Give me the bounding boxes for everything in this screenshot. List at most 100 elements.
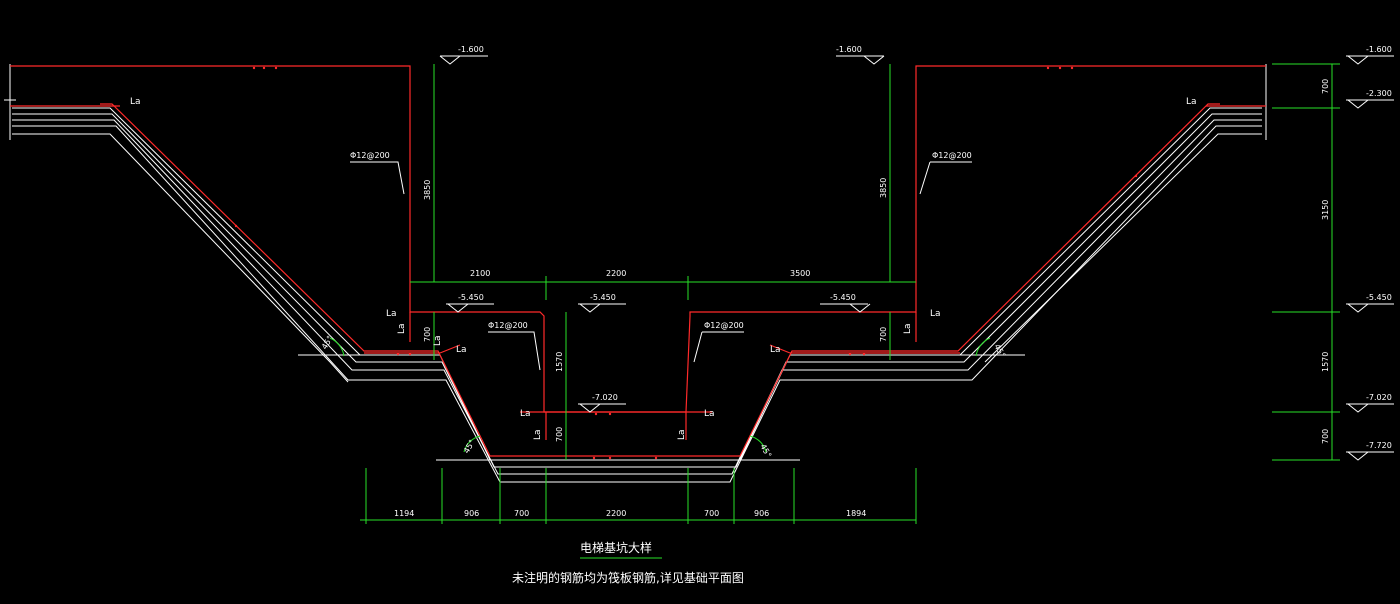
lap-label-v2: La bbox=[903, 323, 913, 334]
rebar-dot bbox=[608, 412, 612, 416]
elev-mark-side-3 bbox=[1346, 303, 1394, 313]
structure-outline bbox=[4, 64, 1267, 483]
excavation-line-1 bbox=[12, 107, 1262, 461]
dim-slab-thk-left: 700 bbox=[423, 327, 432, 342]
rebar-dot bbox=[396, 352, 400, 356]
rebar-dot bbox=[252, 66, 256, 70]
drawing-title: 电梯基坑大样 bbox=[580, 540, 652, 555]
elev-mid-left: -5.450 bbox=[458, 293, 484, 302]
elev-mark-side-1 bbox=[1346, 55, 1394, 65]
angle-left-lower: 45° bbox=[462, 438, 477, 455]
angle-arc-right-lower bbox=[749, 435, 767, 453]
lap-label-8: La bbox=[704, 409, 715, 419]
excavation-line-5-left bbox=[12, 133, 349, 383]
rebar-dot bbox=[1058, 66, 1062, 70]
elev-mark-mid-right bbox=[820, 303, 871, 313]
rebar-dot bbox=[848, 352, 852, 356]
dim-side-1: 700 bbox=[1321, 79, 1330, 94]
dim-bottom-6: 906 bbox=[754, 509, 769, 518]
elev-top-right: -1.600 bbox=[836, 45, 862, 54]
elev-mark-side-4 bbox=[1346, 403, 1394, 413]
lap-label-3: La bbox=[386, 309, 397, 319]
rebar-label-pit-right: Φ12@200 bbox=[704, 321, 744, 330]
rebar-right-slope-hook bbox=[769, 344, 791, 354]
rebar-left-slope-hook bbox=[439, 344, 461, 354]
elev-mark-mid-center bbox=[578, 303, 626, 313]
elev-mark-pit bbox=[578, 403, 626, 413]
lap-label-v3: La bbox=[533, 429, 543, 440]
leader-left-wall bbox=[350, 161, 405, 195]
dim-side-4: 700 bbox=[1321, 429, 1330, 444]
dim-wall-height-left: 3850 bbox=[423, 180, 432, 200]
rebar-lines bbox=[10, 65, 1266, 457]
rebar-dot bbox=[262, 66, 266, 70]
lap-label-v1: La bbox=[397, 323, 407, 334]
dim-bottom-1: 1194 bbox=[394, 509, 414, 518]
elev-mark-top-right bbox=[836, 55, 885, 65]
elev-side-pit: -7.020 bbox=[1366, 393, 1392, 402]
dim-side-3: 1570 bbox=[1321, 352, 1330, 372]
angle-arc-right-upper bbox=[975, 337, 991, 357]
excavation-line-5-right bbox=[984, 133, 1262, 363]
excavation-line-4 bbox=[12, 125, 1262, 483]
elev-pit-bottom: -7.020 bbox=[592, 393, 618, 402]
elev-mid-center: -5.450 bbox=[590, 293, 616, 302]
rebar-label-right-wall: Φ12@200 bbox=[932, 151, 972, 160]
lap-label-4: La bbox=[930, 309, 941, 319]
dim-pit-depth: 1570 bbox=[555, 352, 564, 372]
rebar-dot bbox=[1134, 174, 1138, 178]
lap-label-7: La bbox=[520, 409, 531, 419]
elev-side-2: -2.300 bbox=[1366, 89, 1392, 98]
rebar-dot bbox=[234, 224, 238, 228]
rebar-dots bbox=[234, 66, 1138, 460]
elev-top-left: -1.600 bbox=[458, 45, 484, 54]
rebar-label-pit-left: Φ12@200 bbox=[488, 321, 528, 330]
angle-arc-left-lower bbox=[463, 435, 481, 453]
lap-label-5: La bbox=[456, 345, 467, 355]
rebar-dot bbox=[608, 456, 612, 460]
leader-right-wall bbox=[919, 161, 972, 195]
elev-side-mid: -5.450 bbox=[1366, 293, 1392, 302]
dim-bottom-7: 1894 bbox=[846, 509, 866, 518]
dim-bottom-2: 906 bbox=[464, 509, 479, 518]
lap-label-2: La bbox=[1186, 97, 1197, 107]
elev-mark-side-2 bbox=[1346, 99, 1394, 109]
dim-bottom-5: 700 bbox=[704, 509, 719, 518]
elevation-marks bbox=[439, 55, 1394, 461]
excavation-line-2 bbox=[12, 113, 1262, 468]
angle-left-upper: 45° bbox=[320, 334, 335, 351]
rebar-label-left-wall: Φ12@200 bbox=[350, 151, 390, 160]
rebar-dot bbox=[592, 456, 596, 460]
angle-arc-left-upper bbox=[329, 337, 345, 357]
angle-right-lower: 45° bbox=[758, 443, 773, 460]
dim-slab-thk-right: 700 bbox=[879, 327, 888, 342]
elev-mid-right: -5.450 bbox=[830, 293, 856, 302]
elev-side-top: -1.600 bbox=[1366, 45, 1392, 54]
dim-wall-height-right: 3850 bbox=[879, 178, 888, 198]
leader-pit-left bbox=[488, 331, 541, 371]
elev-side-bottom: -7.720 bbox=[1366, 441, 1392, 450]
rebar-dot bbox=[594, 412, 598, 416]
rebar-dot bbox=[274, 66, 278, 70]
dim-pit-slab-thk: 700 bbox=[555, 427, 564, 442]
elev-mark-side-5 bbox=[1346, 451, 1394, 461]
rebar-dot bbox=[862, 352, 866, 356]
rebar-dot bbox=[1070, 66, 1074, 70]
dimension-lines bbox=[329, 63, 1340, 559]
dim-bottom-3: 700 bbox=[514, 509, 529, 518]
dim-top-span-3: 3500 bbox=[790, 269, 810, 278]
lap-label-6: La bbox=[770, 345, 781, 355]
leader-pit-right bbox=[693, 331, 744, 363]
leader-lines bbox=[350, 161, 972, 371]
excavation-line-3 bbox=[12, 119, 1262, 475]
dim-side-2: 3150 bbox=[1321, 200, 1330, 220]
rebar-dot bbox=[654, 456, 658, 460]
rebar-bottom-main bbox=[100, 103, 1220, 457]
dim-top-span-1: 2100 bbox=[470, 269, 490, 278]
lap-label-v4: La bbox=[677, 429, 687, 440]
lap-label-1: La bbox=[130, 97, 141, 107]
drawing-note: 未注明的钢筋均为筏板钢筋,详见基础平面图 bbox=[512, 570, 744, 585]
elev-mark-mid-left bbox=[446, 303, 494, 313]
